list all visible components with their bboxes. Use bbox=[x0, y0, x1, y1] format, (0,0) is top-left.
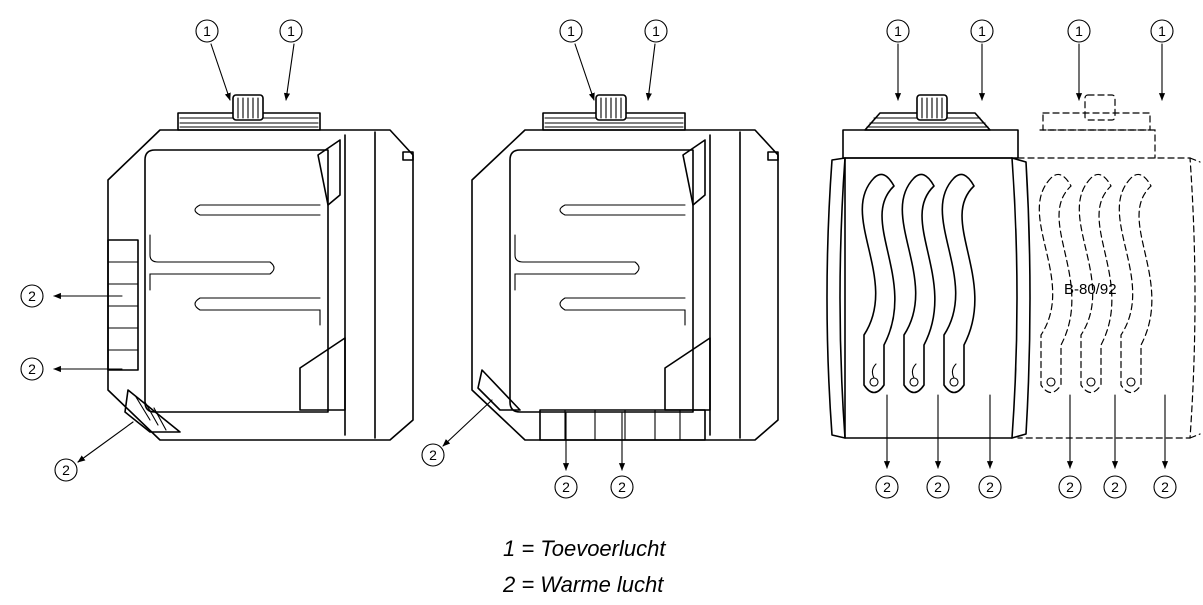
callout-1-g: 1 bbox=[1067, 19, 1091, 43]
callout-1-d: 1 bbox=[644, 19, 668, 43]
callout-1-label: 1 bbox=[203, 23, 211, 39]
warm-air-callouts: 2 2 2 2 2 2 2 2 2 2 2 2 bbox=[20, 284, 1177, 499]
callout-2-label: 2 bbox=[28, 361, 36, 377]
callout-1-c: 1 bbox=[559, 19, 583, 43]
heater-unit-front bbox=[826, 94, 1031, 439]
callout-2-label: 2 bbox=[62, 462, 70, 478]
callout-1-label: 1 bbox=[1158, 23, 1166, 39]
callout-1-h: 1 bbox=[1150, 19, 1174, 43]
callout-1-a: 1 bbox=[195, 19, 219, 43]
callout-2-i: 2 bbox=[978, 475, 1002, 499]
callout-2-e: 2 bbox=[554, 475, 578, 499]
callout-1-label: 1 bbox=[567, 23, 575, 39]
callout-1-label: 1 bbox=[894, 23, 902, 39]
callout-2-a: 2 bbox=[20, 284, 44, 308]
callout-2-label: 2 bbox=[1066, 479, 1074, 495]
heater-unit-front-dashed: B-80/92 bbox=[1017, 94, 1201, 439]
legend-warm-air: 2 = Warme lucht bbox=[503, 572, 664, 597]
callout-1-e: 1 bbox=[886, 19, 910, 43]
callout-2-k: 2 bbox=[1103, 475, 1127, 499]
callout-1-label: 1 bbox=[978, 23, 986, 39]
callout-1-label: 1 bbox=[287, 23, 295, 39]
callout-2-label: 2 bbox=[986, 479, 994, 495]
callout-1-f: 1 bbox=[970, 19, 994, 43]
supply-air-callouts: 1 1 1 1 1 1 1 1 bbox=[195, 19, 1174, 43]
callout-2-f: 2 bbox=[610, 475, 634, 499]
legend-supply-air: 1 = Toevoerlucht bbox=[503, 536, 666, 561]
callout-2-g: 2 bbox=[875, 475, 899, 499]
callout-2-label: 2 bbox=[1111, 479, 1119, 495]
callout-2-j: 2 bbox=[1058, 475, 1082, 499]
callout-2-label: 2 bbox=[28, 288, 36, 304]
heater-unit-side-left-outlet bbox=[107, 94, 414, 441]
callout-1-label: 1 bbox=[1075, 23, 1083, 39]
callout-2-label: 2 bbox=[934, 479, 942, 495]
callout-1-label: 1 bbox=[652, 23, 660, 39]
callout-2-d: 2 bbox=[421, 443, 445, 467]
model-label: B-80/92 bbox=[1064, 281, 1117, 298]
callout-2-l: 2 bbox=[1153, 475, 1177, 499]
callout-2-label: 2 bbox=[1161, 479, 1169, 495]
heater-unit-side-bottom-outlet bbox=[471, 94, 779, 441]
callout-2-c: 2 bbox=[54, 458, 78, 482]
callout-2-label: 2 bbox=[562, 479, 570, 495]
callout-2-b: 2 bbox=[20, 357, 44, 381]
callout-2-label: 2 bbox=[429, 447, 437, 463]
airflow-arrows bbox=[53, 43, 1169, 471]
callout-2-h: 2 bbox=[926, 475, 950, 499]
callout-2-label: 2 bbox=[883, 479, 891, 495]
callout-2-label: 2 bbox=[618, 479, 626, 495]
callout-1-b: 1 bbox=[279, 19, 303, 43]
